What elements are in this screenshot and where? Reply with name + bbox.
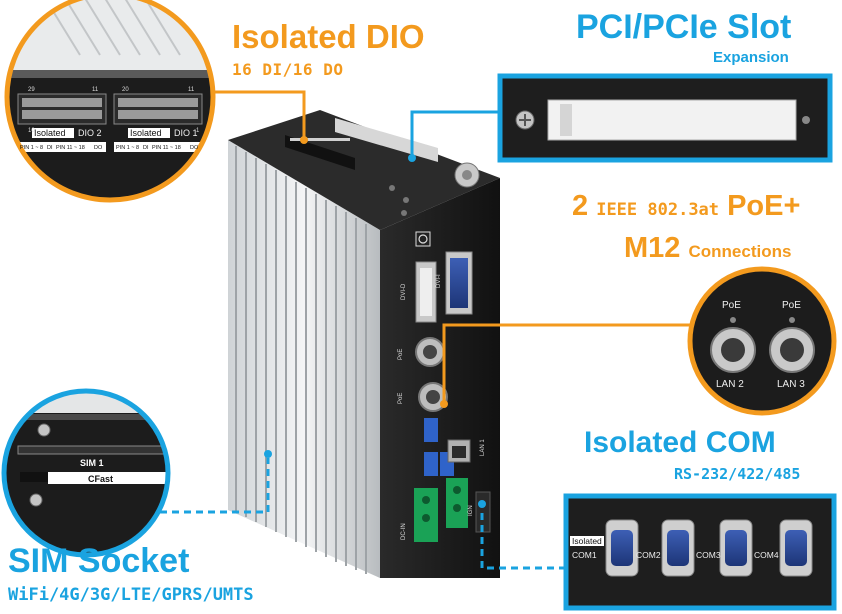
com1-label: COM1 [572,550,597,560]
poe-label-lan2: PoE [722,300,741,311]
pci-bracket [547,99,797,141]
poe-title-line2: M12 Connections [624,232,791,265]
dio-pin-29: 29 [28,87,35,93]
dio2-pin-range-b: PIN 11 ~ 18 [56,145,85,151]
poe-count: 2 [572,190,589,222]
pci-slot-subtitle: Expansion [713,49,789,66]
com2-label: COM2 [636,550,661,560]
device-label-dvid: DVI-D [401,283,407,300]
dio2-di: DI [47,145,53,151]
dio-pin-10: 10 [28,128,35,134]
dio-pin-11a: 11 [92,87,99,93]
poe-title-line1: 2 IEEE 802.3at PoE+ [572,190,800,223]
connections-label: Connections [688,242,792,261]
com-zoom-box: Isolated COM1 COM2 COM3 COM4 [563,493,837,611]
sim-callout-line [148,458,270,514]
device-label-dcin: DC-IN [401,523,407,540]
device-label-dvi: DVI-I [436,274,442,288]
isolated-com-title: Isolated COM [584,426,776,459]
com-port-2 [661,519,695,577]
poe-standard: IEEE 802.3at [596,200,720,220]
poe-zoom-circle: PoE PoE LAN 2 LAN 3 [687,266,837,416]
usb-port-2 [424,452,438,476]
com3-label: COM3 [696,550,721,560]
dio1-di: DI [143,145,149,151]
lan3-label: LAN 3 [777,379,805,390]
power-button [415,231,431,247]
sim-screw-bottom [29,493,43,507]
isolated-dio-title: Isolated DIO [232,18,425,55]
poe-plus: PoE+ [727,190,801,222]
lan2-label: LAN 2 [716,379,744,390]
isolated-dio-subtitle: 16 DI/16 DO [232,60,344,79]
cfast-label: CFast [88,474,113,484]
sim-zoom-circle: SIM 1 CFast [1,388,171,558]
device-label-lan1: LAN 1 [480,439,486,456]
dio2-pin-range-a: PIN 1 ~ 8 [20,145,43,151]
dio1-isolated-label: Isolated [130,128,162,138]
dio-pin-1: 1 [196,128,200,134]
sim-screw-top [37,423,51,437]
dio1-do: DO [190,145,199,151]
poe-label-lan3: PoE [782,300,801,311]
sim-socket-title: SIM Socket [8,542,190,580]
dio2-do: DO [94,145,103,151]
com-callout-line [480,510,566,570]
dio-callout-line [208,90,306,140]
dio2-isolated-label: Isolated [34,128,66,138]
dio2-label: DIO 2 [78,128,102,138]
sim1-label: SIM 1 [80,458,104,468]
sim-socket-subtitle: WiFi/4G/3G/LTE/GPRS/UMTS [8,585,254,605]
top-dio-slot [285,135,355,170]
com-isolated-label: Isolated [572,536,602,546]
ign-terminal [446,478,468,528]
poe-callout-line [442,323,692,404]
heatsink-fins [228,140,380,578]
dio-pin-11b: 11 [188,87,195,93]
callout-lines [148,90,692,570]
com-port-3 [719,519,753,577]
device-label-ign: IGN [468,505,474,516]
cfast-slot [48,472,168,484]
dio-zoom-circle: 29 11 20 11 10 1 Isolated DIO 2 Isolated… [4,0,216,203]
m12-label: M12 [624,232,681,264]
device-label-poe-b: PoE [398,393,404,404]
com4-label: COM4 [754,550,779,560]
dio1-pin-range-a: PIN 1 ~ 8 [116,145,139,151]
sim1-slot [17,445,168,455]
dio1-pin-range-b: PIN 11 ~ 18 [152,145,181,151]
usb-port-1 [424,418,438,442]
pci-zoom-box [497,73,833,163]
com-port-1 [605,519,639,577]
com-port-4 [779,519,813,577]
dio1-label: DIO 1 [174,128,198,138]
pci-slot-title: PCI/PCIe Slot [576,8,792,46]
pci-callout-line [410,110,500,160]
isolated-com-subtitle: RS-232/422/485 [674,465,801,483]
dio-pin-20: 20 [122,87,129,93]
device-label-poe-a: PoE [398,349,404,360]
